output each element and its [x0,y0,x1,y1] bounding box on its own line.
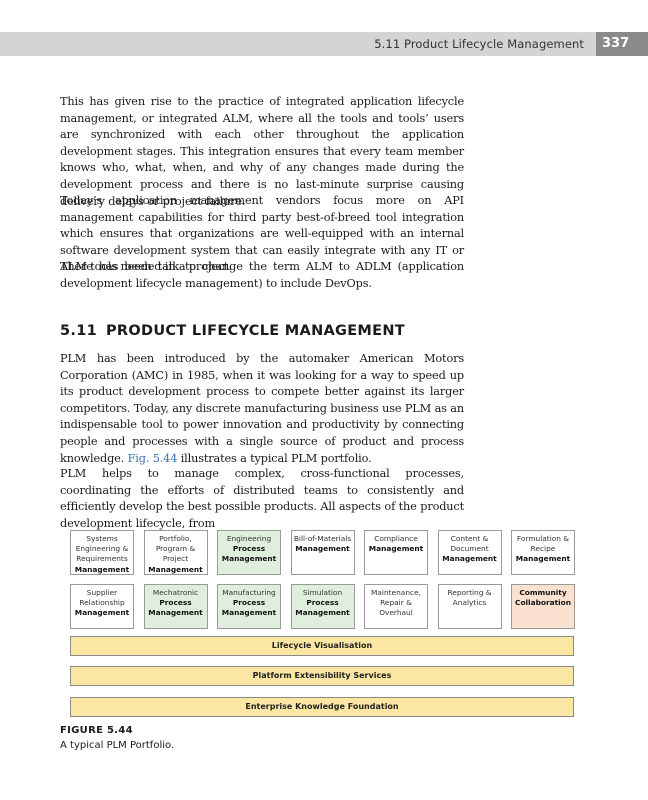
figure-box-text: Engineering & [75,544,129,554]
figure-box-text: Engineering [226,534,272,543]
figure-box-text: Manufacturing [222,588,276,597]
figure-box-bold-text: Management [515,554,571,564]
section-paragraph-text: illustrates a typical PLM portfolio. [180,451,372,465]
page-number: 337 [596,32,648,56]
figure-caption: A typical PLM Portfolio. [60,740,175,751]
running-header-bar [0,32,596,56]
section-title: PRODUCT LIFECYCLE MANAGEMENT [106,323,405,339]
figure-box-bold-text: Management [442,554,497,564]
section-heading: 5.11 PRODUCT LIFECYCLE MANAGEMENT [60,323,405,339]
figure-box-bold-text: Management [295,544,350,554]
figure-box-text: Reporting & [447,588,492,597]
figure-box-text: Document [450,544,489,554]
body-paragraph-1-container: This has given rise to the practice of i… [60,94,464,210]
figure-box: Maintenance,Repair &Overhaul [364,584,428,629]
figure-box-bold-text: Management [148,564,203,574]
body-paragraph: Today’s application management vendors f… [60,194,464,274]
figure-box-bold-text: Management [74,564,130,574]
figure-bar-enterprise-knowledge: Enterprise Knowledge Foundation [70,697,574,717]
body-paragraph-2-container: Today’s application management vendors f… [60,193,464,276]
figure-box-text: Simulation [302,588,343,597]
figure-reference-link[interactable]: Fig. 5.44 [127,451,178,465]
figure-box-text: Relationship [79,598,125,608]
body-paragraph: This has given rise to the practice of i… [60,95,464,208]
figure-box-bold-text: Management [368,544,424,554]
figure-label: FIGURE 5.44 [60,725,133,736]
figure-box-text: Project [162,554,189,564]
section-paragraph: PLM has been introduced by the automaker… [60,351,464,467]
section-paragraph-text: PLM has been introduced by the automaker… [60,352,464,465]
figure-box-text: Repair & [380,598,412,608]
figure-box-text: Overhaul [379,608,413,618]
section-paragraph-1-container: PLM has been introduced by the automaker… [60,351,464,467]
figure-bar-platform-extensibility: Platform Extensibility Services [70,666,574,686]
figure-box: Reporting &Analytics [437,584,502,629]
running-title: 5.11 Product Lifecycle Management [374,37,584,51]
figure-box-text: Requirements [76,554,128,564]
figure-box-text: Portfolio, [159,534,192,543]
figure-box-text: Mechatronic [152,588,199,597]
figure-box-text: Bill-of-Materials [293,534,352,543]
figure-box-text: Program & [155,544,196,554]
body-paragraph: There has been talk to change the term A… [60,260,464,290]
figure-box-text: Maintenance, [371,588,421,597]
figure-box-text: Systems [86,534,118,543]
section-number: 5.11 [60,323,97,339]
figure-bar-lifecycle-visualisation: Lifecycle Visualisation [70,636,574,656]
figure-box-text: Recipe [530,544,556,554]
figure-box-text: Formulation & [516,534,570,543]
figure-box-text: Content & [450,534,489,543]
figure-box-text: Supplier [86,588,118,597]
section-paragraph: PLM helps to manage complex, cross-funct… [60,467,464,530]
section-paragraph-2-container: PLM helps to manage complex, cross-funct… [60,466,464,532]
figure-box-text: Analytics [452,598,487,608]
figure-box-bold-text: Management [74,608,130,618]
body-paragraph-3-container: There has been talk to change the term A… [60,259,464,292]
figure-box-text: Compliance [374,534,418,543]
